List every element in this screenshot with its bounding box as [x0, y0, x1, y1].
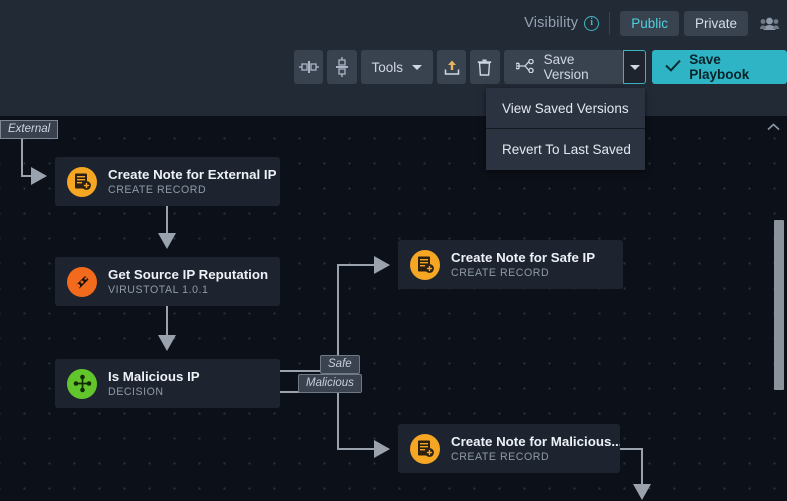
- menu-item-view-saved-versions[interactable]: View Saved Versions: [486, 88, 645, 129]
- canvas-vertical-scrollbar[interactable]: [774, 220, 784, 390]
- align-vertical-icon[interactable]: [327, 50, 356, 84]
- node-title: Create Note for Malicious...: [451, 434, 620, 449]
- visibility-controls: Visibility i Public Private: [524, 8, 779, 38]
- create-record-icon: [410, 250, 440, 280]
- playbook-toolbar: Tools: [294, 50, 787, 84]
- visibility-option-private[interactable]: Private: [684, 11, 748, 36]
- node-title: Is Malicious IP: [108, 369, 200, 384]
- chevron-down-icon: [630, 65, 640, 70]
- virustotal-icon: [67, 267, 97, 297]
- create-record-icon: [67, 167, 97, 197]
- save-playbook-label: Save Playbook: [689, 52, 771, 82]
- visibility-label: Visibility: [524, 15, 578, 31]
- save-playbook-button[interactable]: Save Playbook: [652, 50, 787, 84]
- chevron-down-icon: [412, 65, 422, 70]
- divider: [609, 12, 610, 34]
- save-version-dropdown-menu: View Saved Versions Revert To Last Saved: [486, 88, 645, 170]
- trash-icon[interactable]: [470, 50, 499, 84]
- save-version-dropdown-toggle[interactable]: [623, 50, 646, 84]
- node-subtitle: CREATE RECORD: [108, 184, 276, 196]
- node-subtitle: DECISION: [108, 386, 200, 398]
- version-branch-icon: [516, 59, 535, 76]
- edge-label-safe[interactable]: Safe: [320, 355, 360, 374]
- node-subtitle: VIRUSTOTAL 1.0.1: [108, 284, 268, 296]
- node-create-note-external[interactable]: Create Note for External IP CREATE RECOR…: [55, 157, 280, 206]
- node-title: Create Note for External IP: [108, 167, 276, 182]
- upload-icon[interactable]: [437, 50, 466, 84]
- node-create-note-safe[interactable]: Create Note for Safe IP CREATE RECORD: [398, 240, 623, 289]
- save-version-button[interactable]: Save Version: [504, 50, 623, 84]
- edge-label-malicious[interactable]: Malicious: [298, 374, 362, 393]
- align-horizontal-icon[interactable]: [294, 50, 323, 84]
- node-get-source-ip-reputation[interactable]: Get Source IP Reputation VIRUSTOTAL 1.0.…: [55, 257, 280, 306]
- decision-icon: [67, 369, 97, 399]
- node-is-malicious-ip[interactable]: Is Malicious IP DECISION: [55, 359, 280, 408]
- save-version-label: Save Version: [544, 52, 611, 82]
- playbook-canvas[interactable]: External Create Note for External IP CRE…: [0, 116, 787, 501]
- node-title: Get Source IP Reputation: [108, 267, 268, 282]
- start-node-external[interactable]: External: [0, 120, 58, 139]
- check-icon: [665, 59, 681, 75]
- create-record-icon: [410, 434, 440, 464]
- visibility-option-public[interactable]: Public: [620, 11, 679, 36]
- users-group-icon[interactable]: [759, 13, 779, 33]
- node-subtitle: CREATE RECORD: [451, 267, 595, 279]
- tools-menu-button[interactable]: Tools: [361, 50, 434, 84]
- node-title: Create Note for Safe IP: [451, 250, 595, 265]
- top-bar: Visibility i Public Private: [0, 0, 787, 116]
- menu-item-revert-to-last-saved[interactable]: Revert To Last Saved: [486, 129, 645, 170]
- node-subtitle: CREATE RECORD: [451, 451, 620, 463]
- info-icon[interactable]: i: [584, 16, 599, 31]
- tools-label: Tools: [372, 60, 404, 75]
- node-create-note-malicious[interactable]: Create Note for Malicious... CREATE RECO…: [398, 424, 620, 473]
- chevron-up-icon[interactable]: [763, 118, 783, 136]
